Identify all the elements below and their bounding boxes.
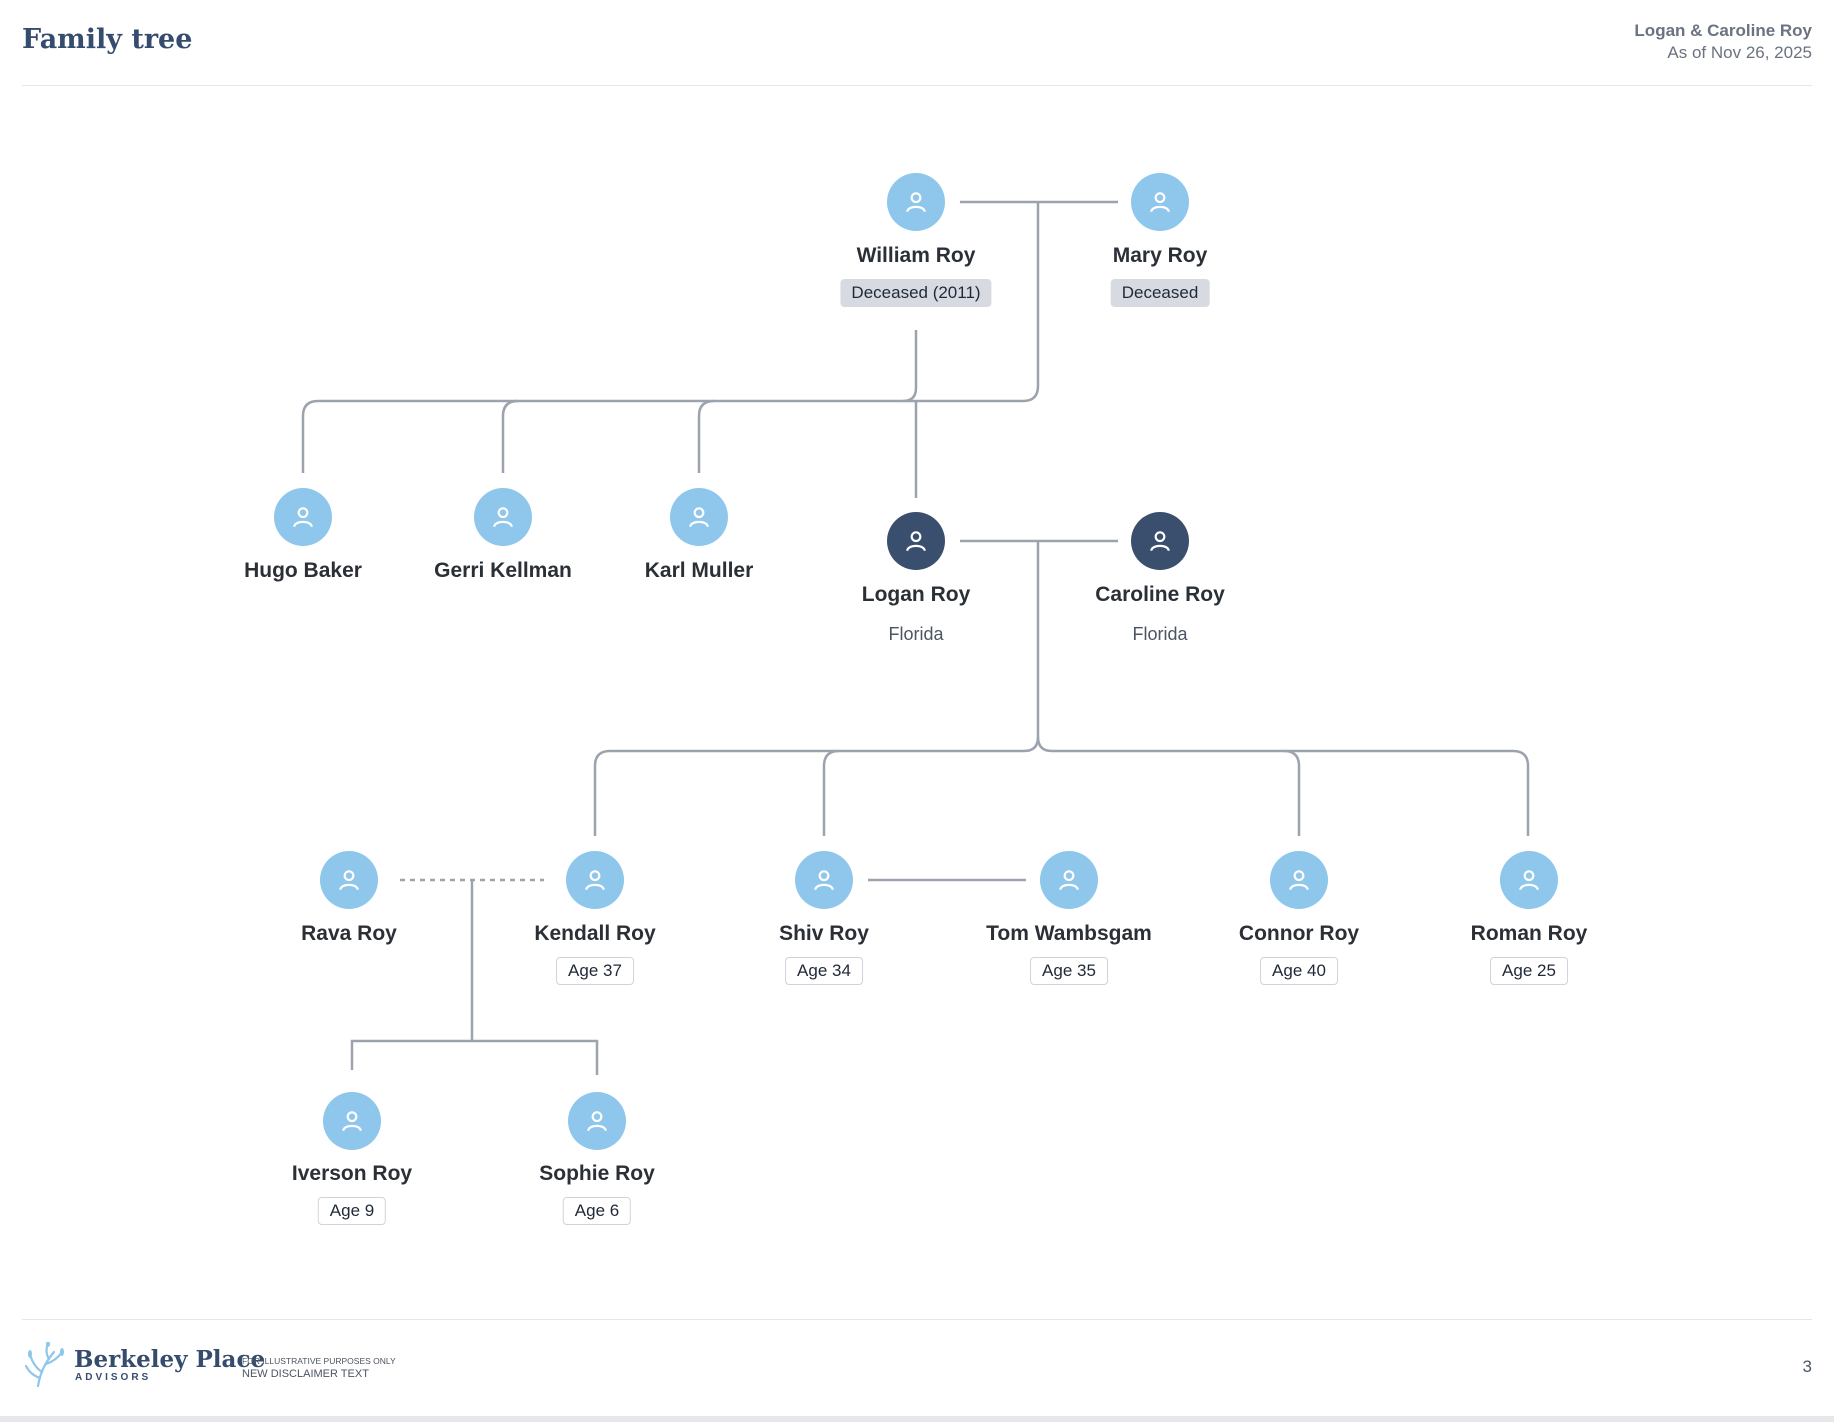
brand-name: Berkeley Place xyxy=(74,1346,266,1373)
brand-logo xyxy=(24,1341,66,1393)
person-name-logan: Logan Roy xyxy=(861,583,971,606)
child-drop-gerri xyxy=(501,399,519,473)
child-drop-shiv xyxy=(822,749,840,836)
person-state-logan: Florida xyxy=(888,624,944,644)
person-name-iverson: Iverson Roy xyxy=(291,1162,413,1185)
person-icon xyxy=(906,192,926,213)
person-name-mary: Mary Roy xyxy=(1112,244,1208,267)
rava-kendall-to-children xyxy=(350,880,599,1075)
person-avatar-roman[interactable] xyxy=(1500,851,1558,909)
person-icon xyxy=(342,1111,362,1132)
person-icon xyxy=(1289,870,1309,891)
person-icon xyxy=(339,870,359,891)
age-badge-sophie: Age 6 xyxy=(562,1197,632,1225)
header-divider xyxy=(22,85,1812,86)
person-avatar-sophie[interactable] xyxy=(568,1092,626,1150)
child-drop-karl xyxy=(697,399,715,473)
person-icon xyxy=(1059,870,1079,891)
person-name-caroline: Caroline Roy xyxy=(1095,583,1225,606)
person-avatar-shiv[interactable] xyxy=(795,851,853,909)
person-avatar-william[interactable] xyxy=(887,173,945,231)
person-avatar-logan[interactable] xyxy=(887,512,945,570)
person-name-william: William Roy xyxy=(856,244,976,267)
children-bus-right xyxy=(1036,736,1530,836)
person-icon xyxy=(1519,870,1539,891)
logan-caroline-to-children xyxy=(593,541,1040,836)
age-badge-kendall: Age 37 xyxy=(556,957,634,985)
person-name-roman: Roman Roy xyxy=(1470,922,1588,945)
person-name-gerri: Gerri Kellman xyxy=(434,559,572,582)
person-name-rava: Rava Roy xyxy=(301,922,397,945)
person-name-shiv: Shiv Roy xyxy=(779,922,869,945)
person-icon xyxy=(1150,192,1170,213)
age-badge-roman: Age 25 xyxy=(1490,957,1568,985)
person-state-caroline: Florida xyxy=(1132,624,1188,644)
page-title: Family tree xyxy=(22,24,193,55)
person-name-tom: Tom Wambsgam xyxy=(986,922,1152,945)
client-names: Logan & Caroline Roy xyxy=(1634,21,1812,40)
person-icon xyxy=(1150,531,1170,552)
person-name-connor: Connor Roy xyxy=(1238,922,1360,945)
person-avatar-kendall[interactable] xyxy=(566,851,624,909)
person-avatar-connor[interactable] xyxy=(1270,851,1328,909)
status-badge-william: Deceased (2011) xyxy=(840,279,992,307)
leaf-logo-icon xyxy=(24,1341,64,1388)
person-avatar-tom[interactable] xyxy=(1040,851,1098,909)
person-icon xyxy=(689,507,709,528)
person-icon xyxy=(293,507,313,528)
person-icon xyxy=(587,1111,607,1132)
disclaimer-primary: FOR ILLUSTRATIVE PURPOSES ONLY xyxy=(242,1356,396,1366)
person-name-kendall: Kendall Roy xyxy=(534,922,656,945)
person-avatar-hugo[interactable] xyxy=(274,488,332,546)
age-badge-shiv: Age 34 xyxy=(785,957,863,985)
person-name-sophie: Sophie Roy xyxy=(539,1162,655,1185)
william-to-logan-line xyxy=(902,330,918,403)
person-avatar-karl[interactable] xyxy=(670,488,728,546)
person-name-karl: Karl Muller xyxy=(644,559,754,582)
disclaimer-secondary: NEW DISCLAIMER TEXT xyxy=(242,1368,369,1380)
person-avatar-mary[interactable] xyxy=(1131,173,1189,231)
person-icon xyxy=(585,870,605,891)
person-icon xyxy=(814,870,834,891)
person-avatar-iverson[interactable] xyxy=(323,1092,381,1150)
as-of-date: As of Nov 26, 2025 xyxy=(1667,43,1812,62)
person-icon xyxy=(906,531,926,552)
page-number: 3 xyxy=(1802,1357,1812,1376)
person-avatar-rava[interactable] xyxy=(320,851,378,909)
bottom-bar xyxy=(0,1416,1834,1422)
footer-divider xyxy=(22,1319,1812,1320)
person-name-hugo: Hugo Baker xyxy=(244,559,362,582)
parents-to-children-line xyxy=(301,202,1040,473)
age-badge-iverson: Age 9 xyxy=(317,1197,387,1225)
person-avatar-gerri[interactable] xyxy=(474,488,532,546)
age-badge-connor: Age 40 xyxy=(1260,957,1338,985)
child-drop-connor xyxy=(1283,749,1301,836)
status-badge-mary: Deceased xyxy=(1110,279,1210,307)
person-icon xyxy=(493,507,513,528)
age-badge-tom: Age 35 xyxy=(1030,957,1108,985)
brand-subtitle: ADVISORS xyxy=(75,1372,152,1383)
person-avatar-caroline[interactable] xyxy=(1131,512,1189,570)
header-meta: Logan & Caroline Roy As of Nov 26, 2025 xyxy=(1634,20,1812,64)
